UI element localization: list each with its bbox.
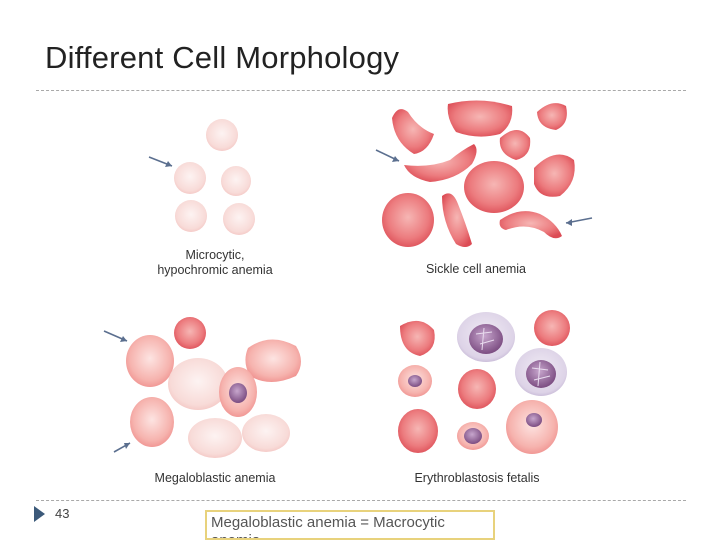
arrow-icon bbox=[375, 149, 400, 162]
arrow-icon bbox=[113, 442, 131, 453]
arrow-icon bbox=[103, 330, 128, 342]
microcytic-caption-line2: hypochromic anemia bbox=[157, 263, 272, 277]
arrow-icon bbox=[148, 156, 173, 167]
highlighted-note: Megaloblastic anemia = Macrocytic anemia bbox=[205, 510, 495, 540]
erythroblastosis-caption: Erythroblastosis fetalis bbox=[414, 471, 539, 485]
sickle-caption: Sickle cell anemia bbox=[426, 262, 526, 276]
sickle-cells bbox=[382, 100, 575, 247]
page-number: 43 bbox=[55, 506, 70, 521]
bullet-arrow-icon bbox=[34, 506, 45, 522]
top-divider bbox=[36, 90, 686, 91]
microcytic-cells bbox=[174, 119, 255, 235]
microcytic-caption-line1: Microcytic, bbox=[185, 248, 244, 262]
slide-title: Different Cell Morphology bbox=[45, 40, 400, 75]
erythroblastosis-cells bbox=[398, 310, 570, 454]
megaloblastic-caption: Megaloblastic anemia bbox=[155, 471, 276, 485]
megaloblastic-cells bbox=[126, 317, 301, 458]
bottom-divider bbox=[36, 500, 686, 501]
arrow-icon bbox=[565, 217, 593, 226]
